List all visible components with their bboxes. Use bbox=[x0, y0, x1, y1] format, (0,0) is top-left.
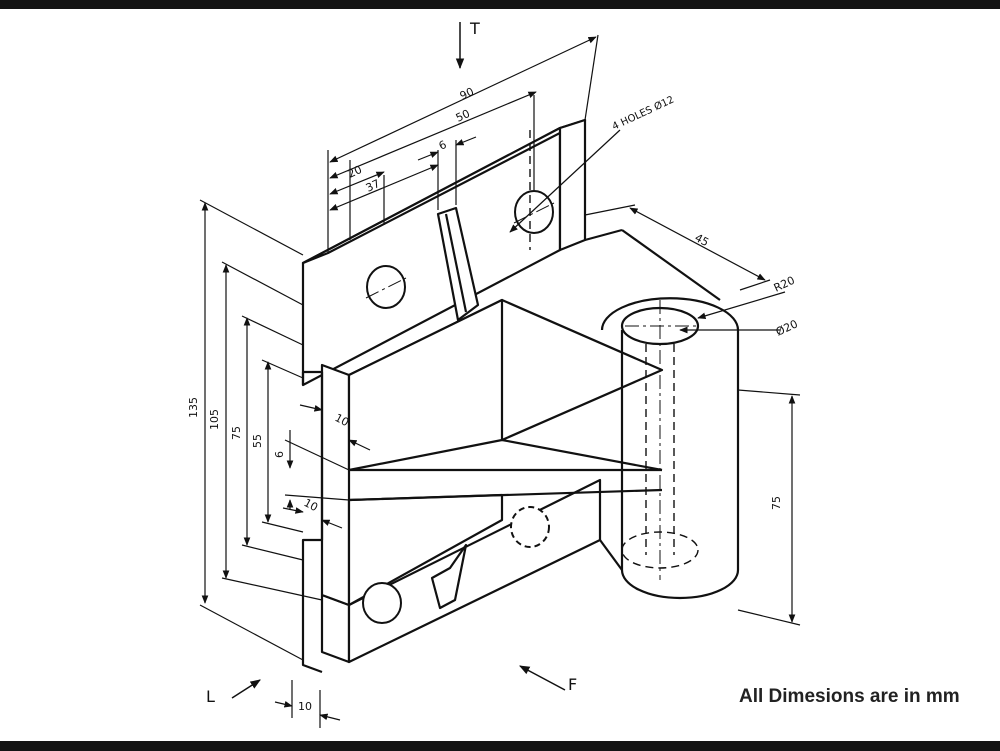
dim-10-lower: 10 bbox=[302, 496, 320, 514]
dim-10-upper: 10 bbox=[333, 411, 351, 429]
view-direction-arrows bbox=[231, 22, 566, 699]
center-lines bbox=[365, 202, 698, 580]
hole-lower-right bbox=[510, 506, 550, 548]
hole-upper-left bbox=[366, 265, 406, 309]
dim-75-right: 75 bbox=[770, 496, 783, 510]
direction-front-label: F bbox=[568, 675, 577, 694]
bottom-border bbox=[0, 741, 1000, 751]
hole-lower-left bbox=[362, 582, 402, 624]
front-view-arrow bbox=[519, 665, 566, 691]
dim-6-rib: 6 bbox=[437, 138, 449, 153]
direction-top-label: T bbox=[469, 19, 480, 38]
left-view-arrow bbox=[231, 679, 261, 699]
dim-37: 37 bbox=[364, 177, 382, 195]
dim-135: 135 bbox=[187, 397, 200, 418]
dim-45: 45 bbox=[693, 231, 711, 249]
dim-55: 55 bbox=[251, 434, 264, 448]
dim-105: 105 bbox=[208, 409, 221, 430]
top-border bbox=[0, 0, 1000, 9]
dimension-lines bbox=[199, 34, 801, 728]
units-note: All Dimesions are in mm bbox=[739, 686, 960, 707]
dim-20: 20 bbox=[346, 163, 364, 181]
dim-6-slot: 6 bbox=[273, 451, 286, 458]
dim-10-base: 10 bbox=[298, 700, 312, 713]
dim-50: 50 bbox=[454, 107, 472, 125]
direction-left-label: L bbox=[206, 687, 215, 706]
dim-75-left: 75 bbox=[230, 426, 243, 440]
mounting-holes bbox=[362, 190, 554, 624]
dim-90: 90 bbox=[458, 85, 476, 103]
